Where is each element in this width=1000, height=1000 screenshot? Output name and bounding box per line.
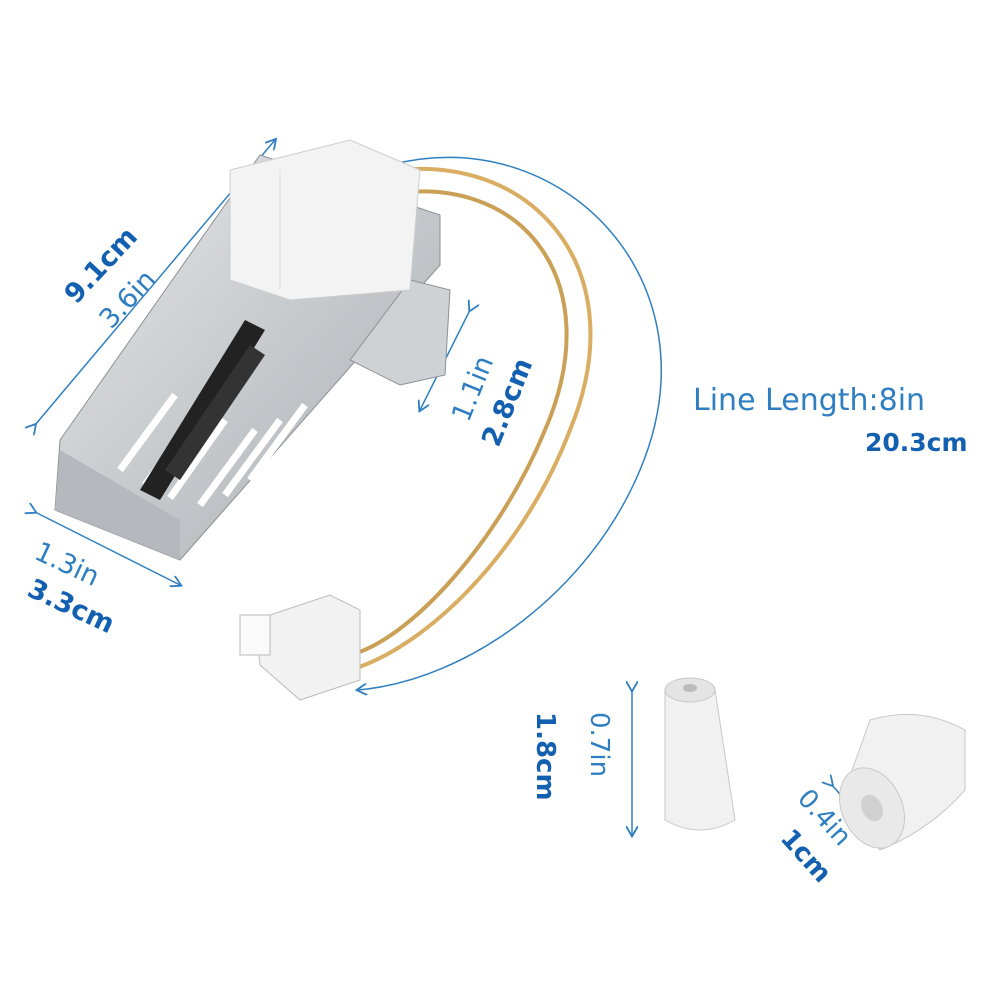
line-length-cm-label: 20.3cm bbox=[865, 428, 968, 457]
wire-connector bbox=[239, 594, 361, 701]
wire-nut bbox=[839, 713, 966, 851]
wire-nut bbox=[664, 677, 736, 831]
igniter-bracket bbox=[54, 139, 451, 561]
nut-height-in-label: 0.7in bbox=[584, 712, 614, 778]
line-length-in-label: Line Length:8in bbox=[693, 383, 926, 418]
line-length-arc bbox=[358, 156, 662, 690]
width-dimension-line bbox=[35, 512, 180, 585]
wire bbox=[349, 189, 569, 657]
wire bbox=[349, 166, 593, 672]
nut-height-cm-label: 1.8cm bbox=[530, 712, 560, 801]
